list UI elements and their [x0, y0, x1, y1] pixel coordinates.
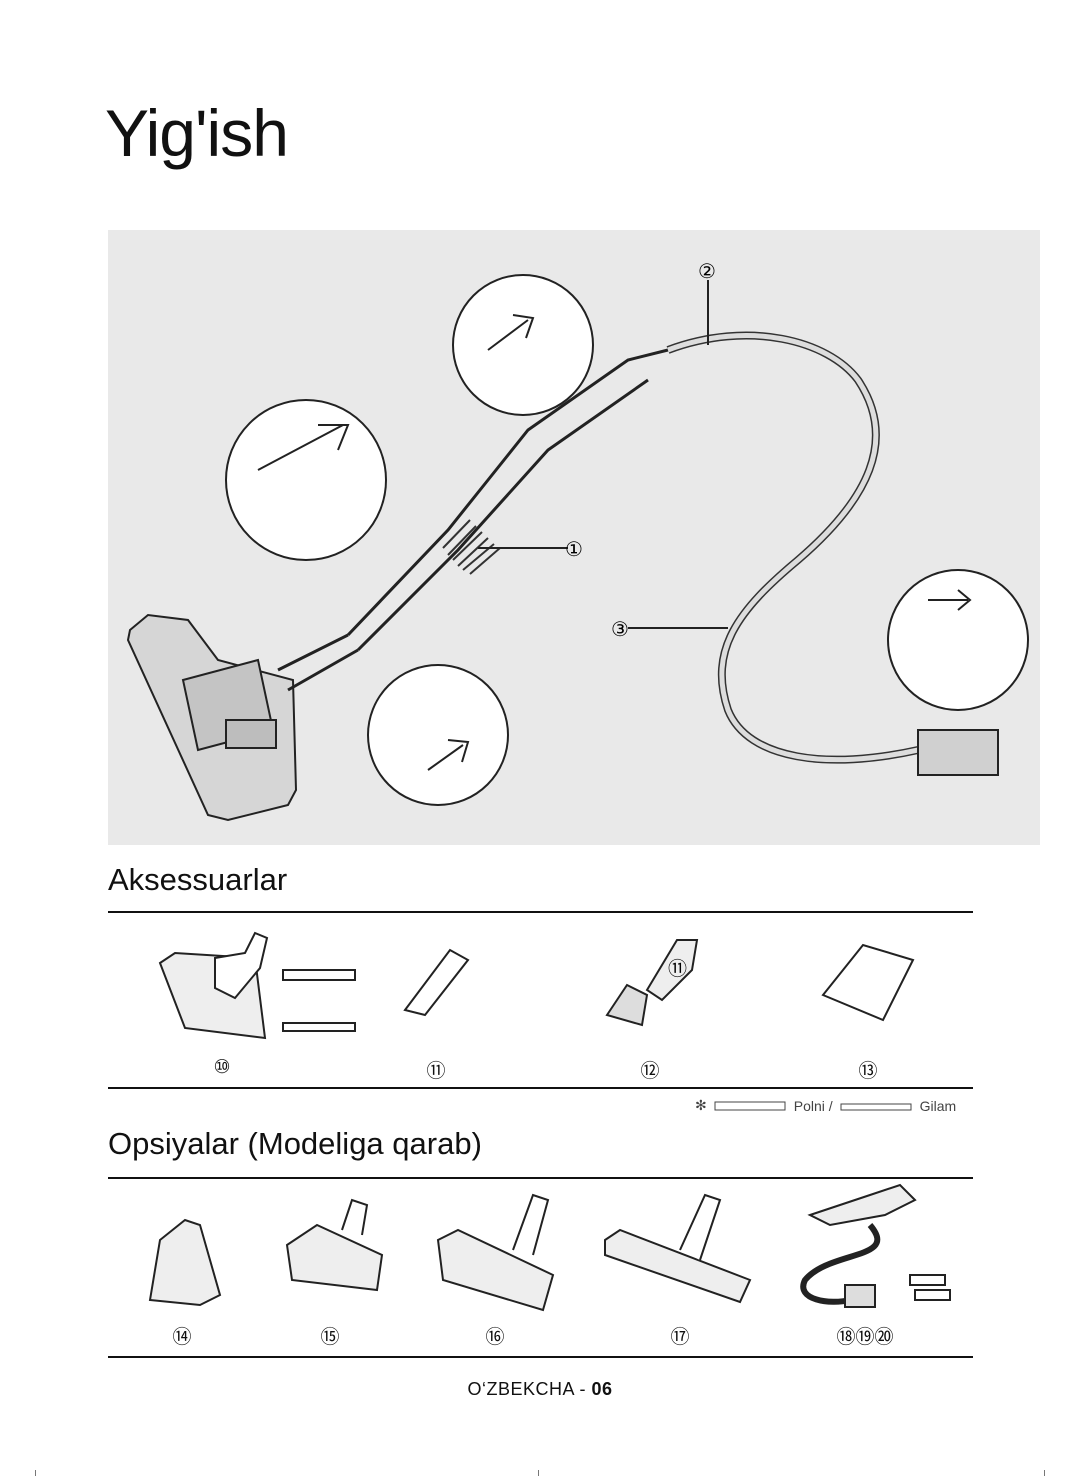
accessories-top-rule: [108, 911, 973, 913]
footer-page-number: 06: [591, 1379, 613, 1399]
options-top-rule: [108, 1177, 973, 1179]
crevice-tool-icon: [403, 948, 470, 1017]
floor-brush-icon: [158, 931, 356, 1040]
hardfloor-brush-icon: [436, 1193, 555, 1312]
accessory-number-11: ⑪: [426, 1060, 446, 1082]
crop-mark: [1044, 1470, 1045, 1476]
note-floor-label: Polni /: [793, 1097, 833, 1114]
accessory-number-12: ⑫: [640, 1060, 660, 1082]
accessories-heading: Aksessuarlar: [108, 862, 288, 897]
inner-item-label: ⑪: [668, 958, 687, 980]
crop-mark: [35, 1470, 36, 1476]
page-footer: O‘ZBEKCHA - 06: [0, 1379, 1080, 1400]
floor-bristle-icon: [714, 1101, 786, 1110]
callout-3: ③: [611, 617, 629, 641]
page-title: Yig'ish: [105, 96, 289, 170]
note-symbol: ✻: [695, 1097, 707, 1113]
option-number-18-19-20: ⑱⑲⑳: [836, 1326, 894, 1348]
crop-mark: [538, 1470, 539, 1476]
manual-icon: [821, 943, 915, 1022]
option-number-17: ⑰: [670, 1326, 690, 1348]
callout-1: ①: [565, 537, 583, 561]
options-heading: Opsiyalar (Modeliga qarab): [108, 1126, 482, 1161]
floor-carpet-note: ✻ Polni / Gilam: [695, 1097, 956, 1114]
note-carpet-label: Gilam: [919, 1097, 957, 1114]
vacuum-assembly-illustration: ② ① ③: [126, 259, 1029, 822]
turbo-brush-icon: [148, 1218, 222, 1307]
remote-hose-icon: [800, 1183, 951, 1308]
option-number-16: ⑯: [485, 1326, 505, 1348]
accessory-number-13: ⑬: [858, 1060, 878, 1082]
callout-2: ②: [698, 259, 716, 283]
option-number-14: ⑭: [172, 1326, 192, 1348]
dusting-brush-icon: ⑪: [605, 939, 699, 1027]
parquet-brush-icon: [604, 1193, 752, 1304]
option-number-15: ⑮: [320, 1326, 340, 1348]
carpet-bristle-icon: [840, 1103, 912, 1110]
accessories-bottom-rule: [108, 1087, 973, 1089]
options-bottom-rule: [108, 1356, 973, 1358]
mini-turbo-icon: [285, 1198, 384, 1292]
accessory-number-10: ⑩: [213, 1056, 231, 1078]
footer-language: O‘ZBEKCHA -: [467, 1379, 592, 1399]
